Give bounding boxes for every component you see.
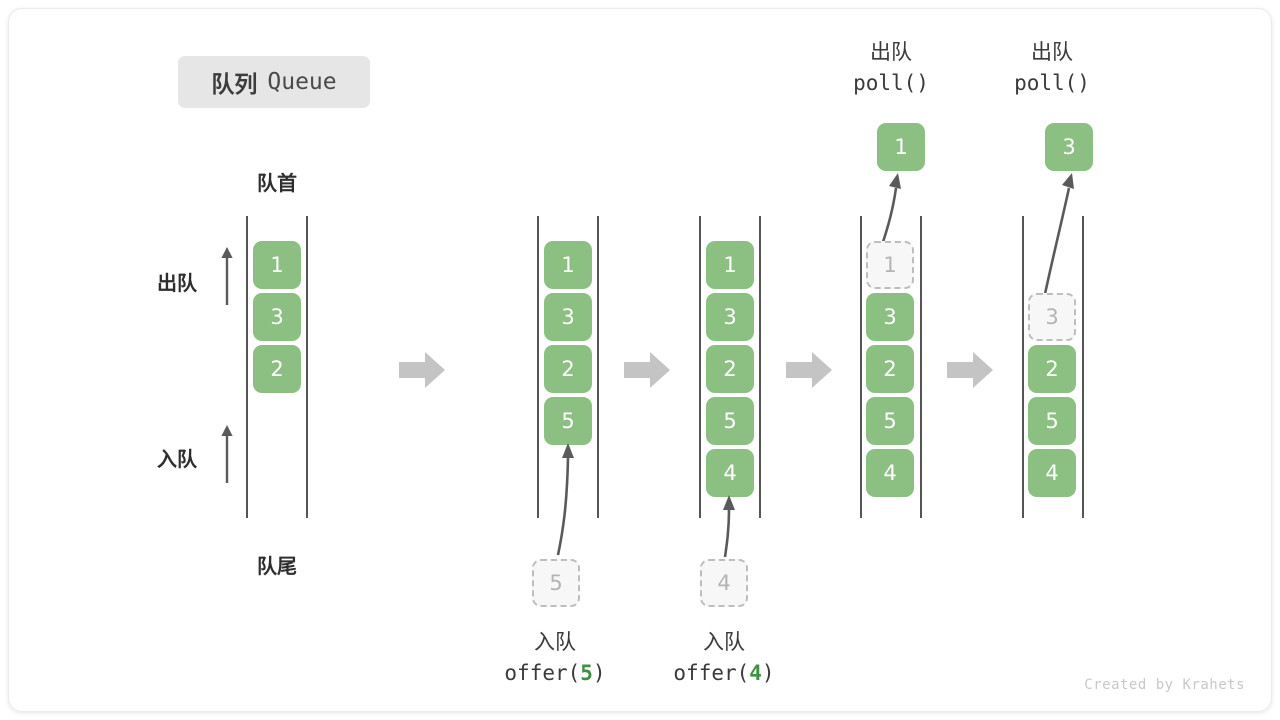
step-arrow-icon (947, 352, 993, 388)
poll-3-caption: 出队 poll() (967, 37, 1137, 99)
title-badge: 队列 Queue (178, 56, 370, 108)
diagram-card: 队列 Queue 队首 队尾 出队 入队 1 3 2 1 3 2 5 5 入队 … (8, 8, 1272, 712)
queue-cell: 2 (253, 345, 301, 393)
polled-cell: 1 (877, 123, 925, 171)
poll-3-caption-code: poll() (1014, 71, 1090, 95)
queue-rail-right (306, 216, 308, 518)
offer-4-caption-cn: 入队 (703, 630, 745, 654)
enqueue-direction-label: 入队 (157, 447, 197, 471)
queue-cell: 3 (866, 293, 914, 341)
queue-cell: 4 (1028, 449, 1076, 497)
incoming-ghost-cell: 4 (700, 559, 748, 607)
queue-rail-right (920, 216, 922, 518)
dequeue-arrow-icon (221, 247, 233, 305)
queue-rail-left (246, 216, 248, 518)
poll-3-caption-cn: 出队 (1031, 40, 1073, 64)
queue-rail-right (1082, 216, 1084, 518)
queue-cell: 4 (866, 449, 914, 497)
enqueue-arrow-icon (221, 425, 233, 483)
offer-4-caption: 入队 offer(4) (629, 627, 819, 689)
queue-cell: 1 (544, 241, 592, 289)
queue-cell: 2 (866, 345, 914, 393)
queue-cell: 2 (1028, 345, 1076, 393)
enqueue-motion-arrow-icon (556, 443, 574, 556)
credit-text: Created by Krahets (1084, 677, 1245, 693)
queue-rail-left (537, 216, 539, 518)
offer-4-caption-code: offer(4) (673, 661, 775, 685)
step-arrow-icon (786, 352, 832, 388)
poll-1-caption: 出队 poll() (806, 37, 976, 99)
queue-cell: 1 (253, 241, 301, 289)
poll-1-caption-code: poll() (853, 71, 929, 95)
queue-rear-label: 队尾 (257, 554, 297, 578)
queue-cell-new: 4 (706, 449, 754, 497)
queue-cell: 3 (253, 293, 301, 341)
removed-ghost-cell: 1 (866, 241, 914, 289)
title-en: Queue (267, 69, 337, 95)
incoming-ghost-cell: 5 (532, 559, 580, 607)
queue-cell-new: 5 (544, 397, 592, 445)
polled-cell: 3 (1045, 123, 1093, 171)
queue-cell: 5 (706, 397, 754, 445)
step-arrow-icon (399, 352, 445, 388)
offer-5-caption-code: offer(5) (504, 661, 606, 685)
queue-cell: 5 (866, 397, 914, 445)
title-cn: 队列 (211, 72, 258, 98)
queue-rail-left (860, 216, 862, 518)
queue-rail-right (759, 216, 761, 518)
queue-cell: 2 (706, 345, 754, 393)
queue-front-label: 队首 (257, 171, 297, 195)
queue-cell: 3 (706, 293, 754, 341)
poll-1-caption-cn: 出队 (870, 40, 912, 64)
step-arrow-icon (624, 352, 670, 388)
queue-cell: 2 (544, 345, 592, 393)
queue-rail-right (597, 216, 599, 518)
queue-cell: 3 (544, 293, 592, 341)
queue-cell: 1 (706, 241, 754, 289)
removed-ghost-cell: 3 (1028, 293, 1076, 341)
enqueue-motion-arrow-icon (723, 495, 735, 558)
offer-5-caption: 入队 offer(5) (460, 627, 650, 689)
queue-cell: 5 (1028, 397, 1076, 445)
offer-5-caption-cn: 入队 (534, 630, 576, 654)
queue-rail-left (1022, 216, 1024, 518)
queue-rail-left (699, 216, 701, 518)
dequeue-direction-label: 出队 (157, 271, 197, 295)
